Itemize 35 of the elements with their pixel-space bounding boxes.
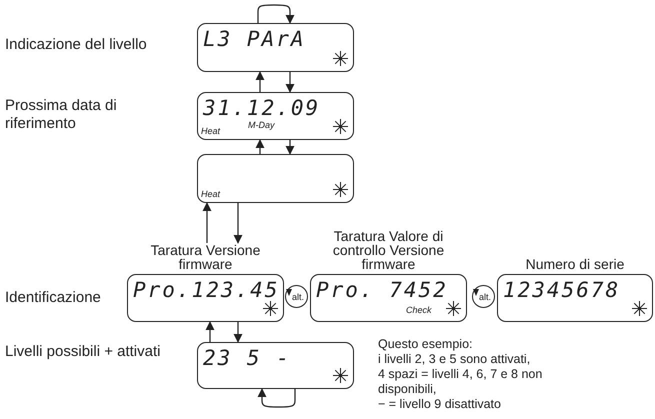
row-label: Prossima data di riferimento (5, 97, 118, 133)
note-text: i livelli 2, 3 e 5 sono attivati, (378, 352, 532, 367)
note-text: Questo esempio: (378, 337, 474, 352)
arrow (234, 322, 242, 343)
display-heading: Taratura Versione firmware (150, 243, 262, 271)
lcd-readout: L3 PArA (203, 27, 306, 51)
display-heading: Numero di serie (524, 257, 626, 271)
toggle-circle (285, 285, 308, 308)
arrow (256, 71, 264, 92)
lcd-mode-text: Heat (201, 189, 220, 199)
toggle-circle (472, 285, 495, 308)
lcd-caption: M-Day (248, 120, 274, 130)
loop-arrow (258, 388, 296, 408)
row-label: Livelli possibili + attivati (5, 343, 162, 361)
arrow (286, 140, 294, 155)
arrow (234, 203, 242, 244)
row-label: Identificazione (5, 289, 102, 307)
row-label: Indicazione del livello (5, 36, 148, 54)
arrow (206, 321, 214, 342)
lcd-readout: 23 5 - (203, 346, 291, 370)
arrow (286, 72, 294, 93)
lcd-mode-text: Heat (201, 126, 220, 136)
lcd-readout: 31.12.09 (203, 96, 320, 120)
arrow (202, 202, 212, 243)
toggle-label: alt. (478, 292, 491, 302)
lcd-readout: 12345678 (503, 278, 620, 302)
lcd-caption: Check (406, 305, 432, 315)
note-text: − = livello 9 disattivato (378, 397, 502, 412)
arrow (256, 139, 264, 154)
note-text: 4 spazi = livelli 4, 6, 7 e 8 non disponibili, (378, 367, 544, 397)
display-heading: Taratura Valore di controllo Versione firmware (332, 229, 446, 271)
toggle-label: alt. (290, 292, 304, 302)
loop-arrow (257, 4, 294, 24)
lcd-readout: Pro. 7452 (316, 278, 448, 302)
lcd-readout: Pro.123.45 (133, 278, 280, 302)
